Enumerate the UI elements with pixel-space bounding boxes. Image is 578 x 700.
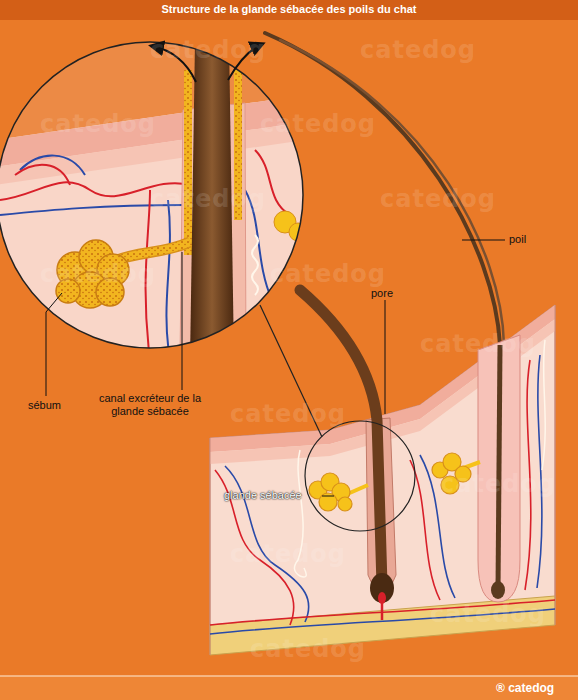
magnifier (184, 70, 192, 255)
label-leader (46, 293, 62, 396)
hair-shaft (370, 573, 394, 603)
watermark: catedog (230, 540, 346, 568)
magnifier (20, 156, 85, 175)
nerve (542, 340, 545, 470)
background (0, 676, 578, 700)
watermark: catedog (420, 330, 536, 358)
magnifier (0, 32, 307, 360)
watermark: catedog (270, 260, 386, 288)
skin-block (555, 305, 556, 625)
skin-block (210, 438, 211, 655)
label-leader (462, 240, 505, 241)
watermark: catedog (430, 600, 546, 628)
label-leader (385, 300, 386, 414)
watermark: catedog (380, 185, 496, 213)
magnifier (15, 165, 70, 185)
magnifier (0, 32, 307, 360)
brand-logo: ® catedog (496, 681, 554, 695)
part-label: pore (371, 287, 393, 300)
watermark: catedog (150, 185, 266, 213)
magnifier (0, 42, 303, 348)
part-label: glande sébacée (224, 489, 302, 502)
background (0, 675, 578, 677)
part-label: canal excréteur de la glande sébacée (95, 392, 205, 418)
diagram-title: Structure de la glande sébacée des poils… (0, 3, 578, 15)
part-label: poil (509, 233, 526, 246)
hair-follicle (366, 335, 520, 602)
hair-shaft (498, 345, 500, 590)
background (0, 0, 578, 20)
hair-follicle (478, 335, 520, 602)
magnifier (252, 235, 258, 295)
hair-shaft (378, 592, 386, 604)
label-leader (182, 252, 183, 390)
sebaceous-gland (319, 493, 337, 511)
watermark: catedog (260, 110, 376, 138)
label-leader (322, 496, 334, 497)
watermark: catedog (230, 400, 346, 428)
watermark: catedog (440, 470, 556, 498)
part-label: sébum (28, 399, 61, 412)
magnifier (166, 200, 170, 360)
sebaceous-gland (338, 497, 352, 511)
watermark: catedog (40, 110, 156, 138)
hair-shaft (491, 581, 505, 599)
watermark: catedog (360, 36, 476, 64)
watermark: catedog (40, 260, 156, 288)
watermark: catedog (150, 36, 266, 64)
watermark: catedog (250, 635, 366, 663)
zoom-leader (305, 421, 415, 531)
